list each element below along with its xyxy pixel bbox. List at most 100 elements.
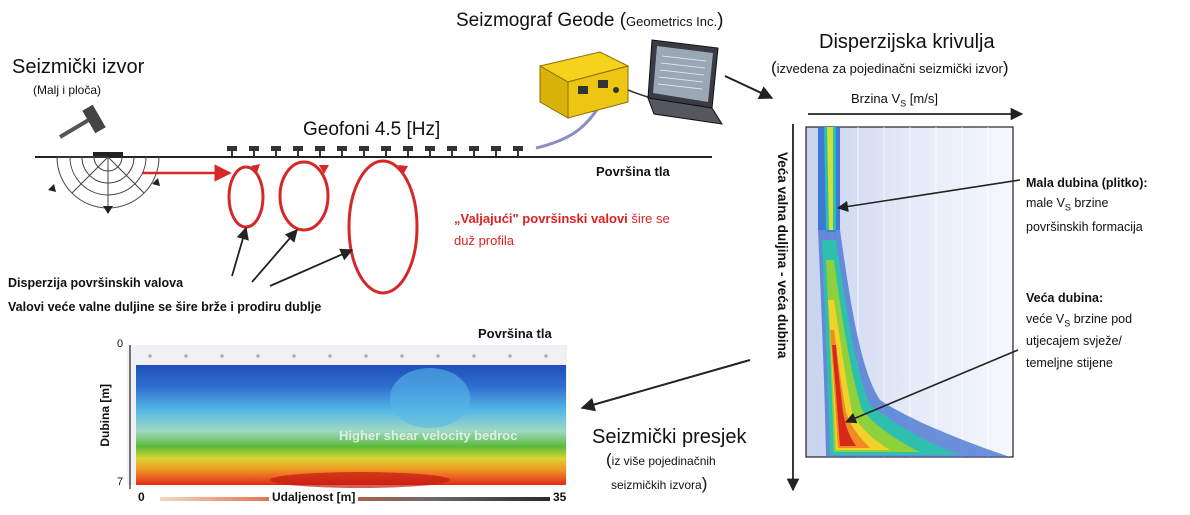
wave-arrowhead-1 [251, 164, 260, 173]
section-surface-dot [220, 354, 224, 358]
rolling-waves-rest: šire se [627, 211, 670, 226]
rolling-waves [227, 159, 419, 295]
geophone-icon [249, 146, 259, 157]
section-x-tick-right: 35 [553, 490, 567, 504]
section-subtitle-close: ) [701, 474, 708, 493]
section-surface-dot [364, 354, 368, 358]
strike-plate [93, 152, 123, 157]
geophone-icon [425, 146, 435, 157]
to-section-arrow [580, 359, 751, 412]
section-surface-dot [508, 354, 512, 358]
seismic-section-title: Seizmički presjek [592, 426, 747, 448]
surface-label-section: Površina tla [478, 326, 552, 341]
laptop-icon [647, 39, 723, 125]
deep-line3: temeljne stijene [1026, 356, 1113, 370]
geophone-icon [447, 146, 457, 157]
velocity-axis-label: Brzina VS [m/s] [851, 91, 938, 109]
rolling-waves-line2: duž profila [454, 233, 514, 248]
to-curve-arrow [724, 75, 774, 99]
seismograph-paren-open: ( [619, 10, 627, 31]
rolling-waves-text: „Valjajući" površinski valovi šire se [454, 211, 670, 226]
pointer-arrow-3 [269, 248, 354, 287]
shallow-line2: površinskih formacija [1026, 220, 1143, 234]
deep-heading: Veća dubina: [1026, 291, 1104, 305]
wavefront-arrow-down [103, 206, 113, 214]
seismograph-icon [538, 51, 630, 119]
geophone-icon [359, 146, 369, 157]
section-surface-dot [292, 354, 296, 358]
seismograph-title: Seizmograf Geode (Geometrics Inc.) [456, 10, 723, 32]
velocity-label-sub: S [900, 98, 907, 109]
section-subtitle-open: ( [606, 450, 612, 469]
deep-pointer-arrow [844, 349, 1019, 424]
geophone-icon [513, 146, 523, 157]
geophone-icon [403, 146, 413, 157]
seismic-source-subtitle: (Malj i ploča) [33, 83, 102, 97]
geophone-icon [491, 146, 501, 157]
curve-subtitle-open: ( [771, 58, 777, 77]
deep-line2: utjecajem svježe/ [1026, 334, 1122, 348]
curve-subtitle-close: ) [1002, 58, 1009, 77]
curve-subtitle-text: izvedena za pojedinačni seizmički izvor [776, 61, 1003, 76]
geophone-icon [381, 146, 391, 157]
deep-line1-prefix: veće V [1026, 312, 1065, 326]
section-y-axis-label: Dubina [m] [98, 384, 112, 447]
seismic-section-panel [127, 345, 567, 489]
dispersion-curve-panel [805, 126, 1014, 458]
shallow-line1-suffix: brzine [1070, 196, 1109, 210]
geophone-icon [227, 146, 237, 157]
shallow-line1: male VS brzine [1026, 196, 1108, 213]
section-surface-dot [184, 354, 188, 358]
rolling-waves-bold: „Valjajući" površinski valovi [454, 211, 628, 226]
section-subtitle-1: (iz više pojedinačnih [606, 450, 716, 470]
geophone-icon [271, 146, 281, 157]
source-wavefronts-icon [56, 156, 160, 209]
seismograph-maker: Geometrics Inc. [626, 14, 718, 29]
shallow-line1-sub: S [1064, 202, 1071, 213]
deep-line1: veće VS brzine pod [1026, 312, 1132, 329]
shallow-pointer-arrow [836, 179, 1021, 213]
surface-label-top: Površina tla [596, 164, 670, 179]
section-x-label: Udaljenost [m] [269, 490, 359, 504]
section-subtitle-2: seizmičkih izvora) [611, 474, 707, 494]
wave-arrowhead-2 [319, 165, 329, 174]
pointer-arrow-2 [251, 229, 298, 283]
section-surface-dot [328, 354, 332, 358]
wavelength-depth-axis-label: Veća valna duljina - veća dubina [775, 152, 790, 359]
geophone-icon [293, 146, 303, 157]
section-subtitle-text1: iz više pojedinačnih [611, 454, 716, 468]
geophone-cable [535, 107, 600, 150]
geophone-icon [337, 146, 347, 157]
geophones-label: Geofoni 4.5 [Hz] [303, 119, 441, 140]
geophone-icon [315, 146, 325, 157]
section-surface-dot [472, 354, 476, 358]
wavefront-arrow-left [48, 184, 56, 192]
section-surface-dot [148, 354, 152, 358]
dispersion-note-line1: Disperzija površinskih valova [8, 276, 184, 290]
geophone-icon [469, 146, 479, 157]
section-subtitle-text2: seizmičkih izvora [611, 478, 702, 492]
deep-line1-suffix: brzine pod [1070, 312, 1133, 326]
dispersion-curve-title: Disperzijska krivulja [819, 31, 995, 53]
velocity-label-prefix: Brzina V [851, 91, 901, 106]
seismic-source-title: Seizmički izvor [12, 56, 145, 78]
pointer-arrow-1 [231, 226, 249, 277]
section-inner-text: Higher shear velocity bedroc [339, 428, 518, 443]
section-surface-dot [436, 354, 440, 358]
shallow-line1-prefix: male V [1026, 196, 1065, 210]
section-x-tick-left: 0 [138, 490, 145, 504]
section-y-tick-top: 0 [117, 338, 124, 350]
section-y-tick-bottom: 7 [117, 476, 124, 488]
dispersion-note-line2: Valovi veće valne duljine se šire brže i… [8, 300, 322, 314]
shallow-heading: Mala dubina (plitko): [1026, 176, 1148, 190]
section-surface-dot [544, 354, 548, 358]
geophone-array [227, 146, 523, 157]
section-surface-dot [256, 354, 260, 358]
seismograph-title-main: Seizmograf Geode [456, 10, 615, 31]
wave-arrowhead-3 [398, 165, 408, 175]
section-surface-dot [400, 354, 404, 358]
wavefront-arrow-right [152, 178, 160, 186]
velocity-label-suffix: [m/s] [906, 91, 938, 106]
deep-line1-sub: S [1064, 318, 1071, 329]
